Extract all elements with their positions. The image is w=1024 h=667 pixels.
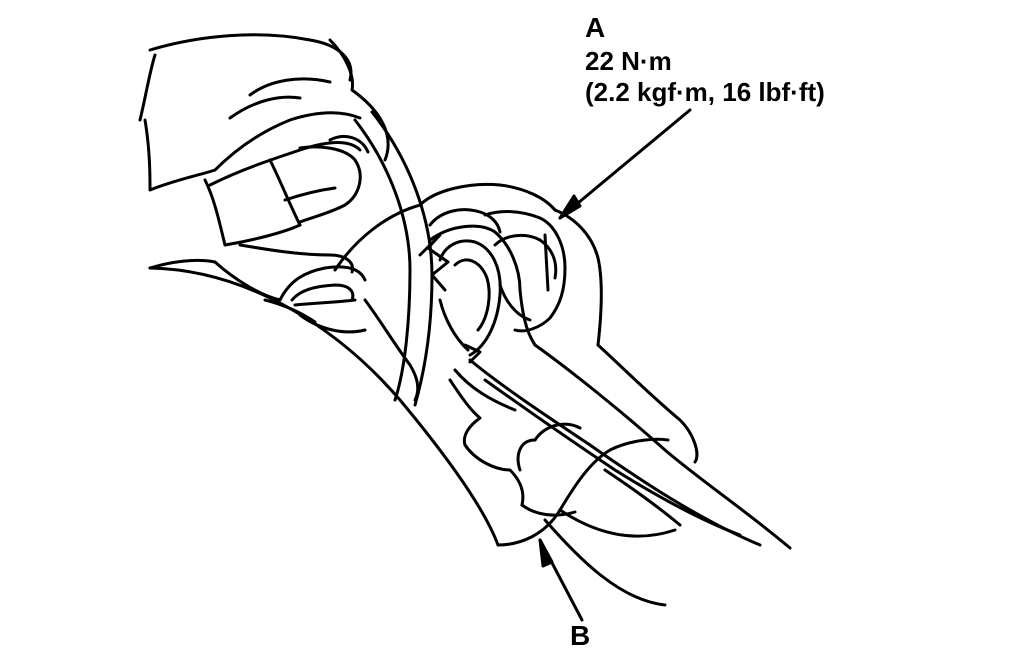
callout-b-leader [538,538,584,622]
callout-a: A 22 N·m (2.2 kgf·m, 16 lbf·ft) [585,14,825,110]
torque-alt-values: (2.2 kgf·m, 16 lbf·ft) [585,77,825,107]
knuckle-outline [148,243,500,547]
callout-a-leader [558,108,692,220]
torque-metric-value: 22 N·m [585,46,672,76]
handle-bracket-outline [448,368,582,517]
callout-b-letter: B [570,620,591,651]
bracket-outline [278,265,420,402]
fingers-outline [148,135,370,270]
brake-hose-outline [353,110,434,407]
wrench-ring-outline [428,224,537,364]
wrench-shaft-outline [468,343,792,550]
caliper-outline [333,182,699,464]
break-line [418,233,450,292]
hand-outline [138,33,390,192]
cover-outline [496,437,682,607]
bolt-head-outline [428,208,567,333]
callout-a-letter: A [585,12,606,43]
